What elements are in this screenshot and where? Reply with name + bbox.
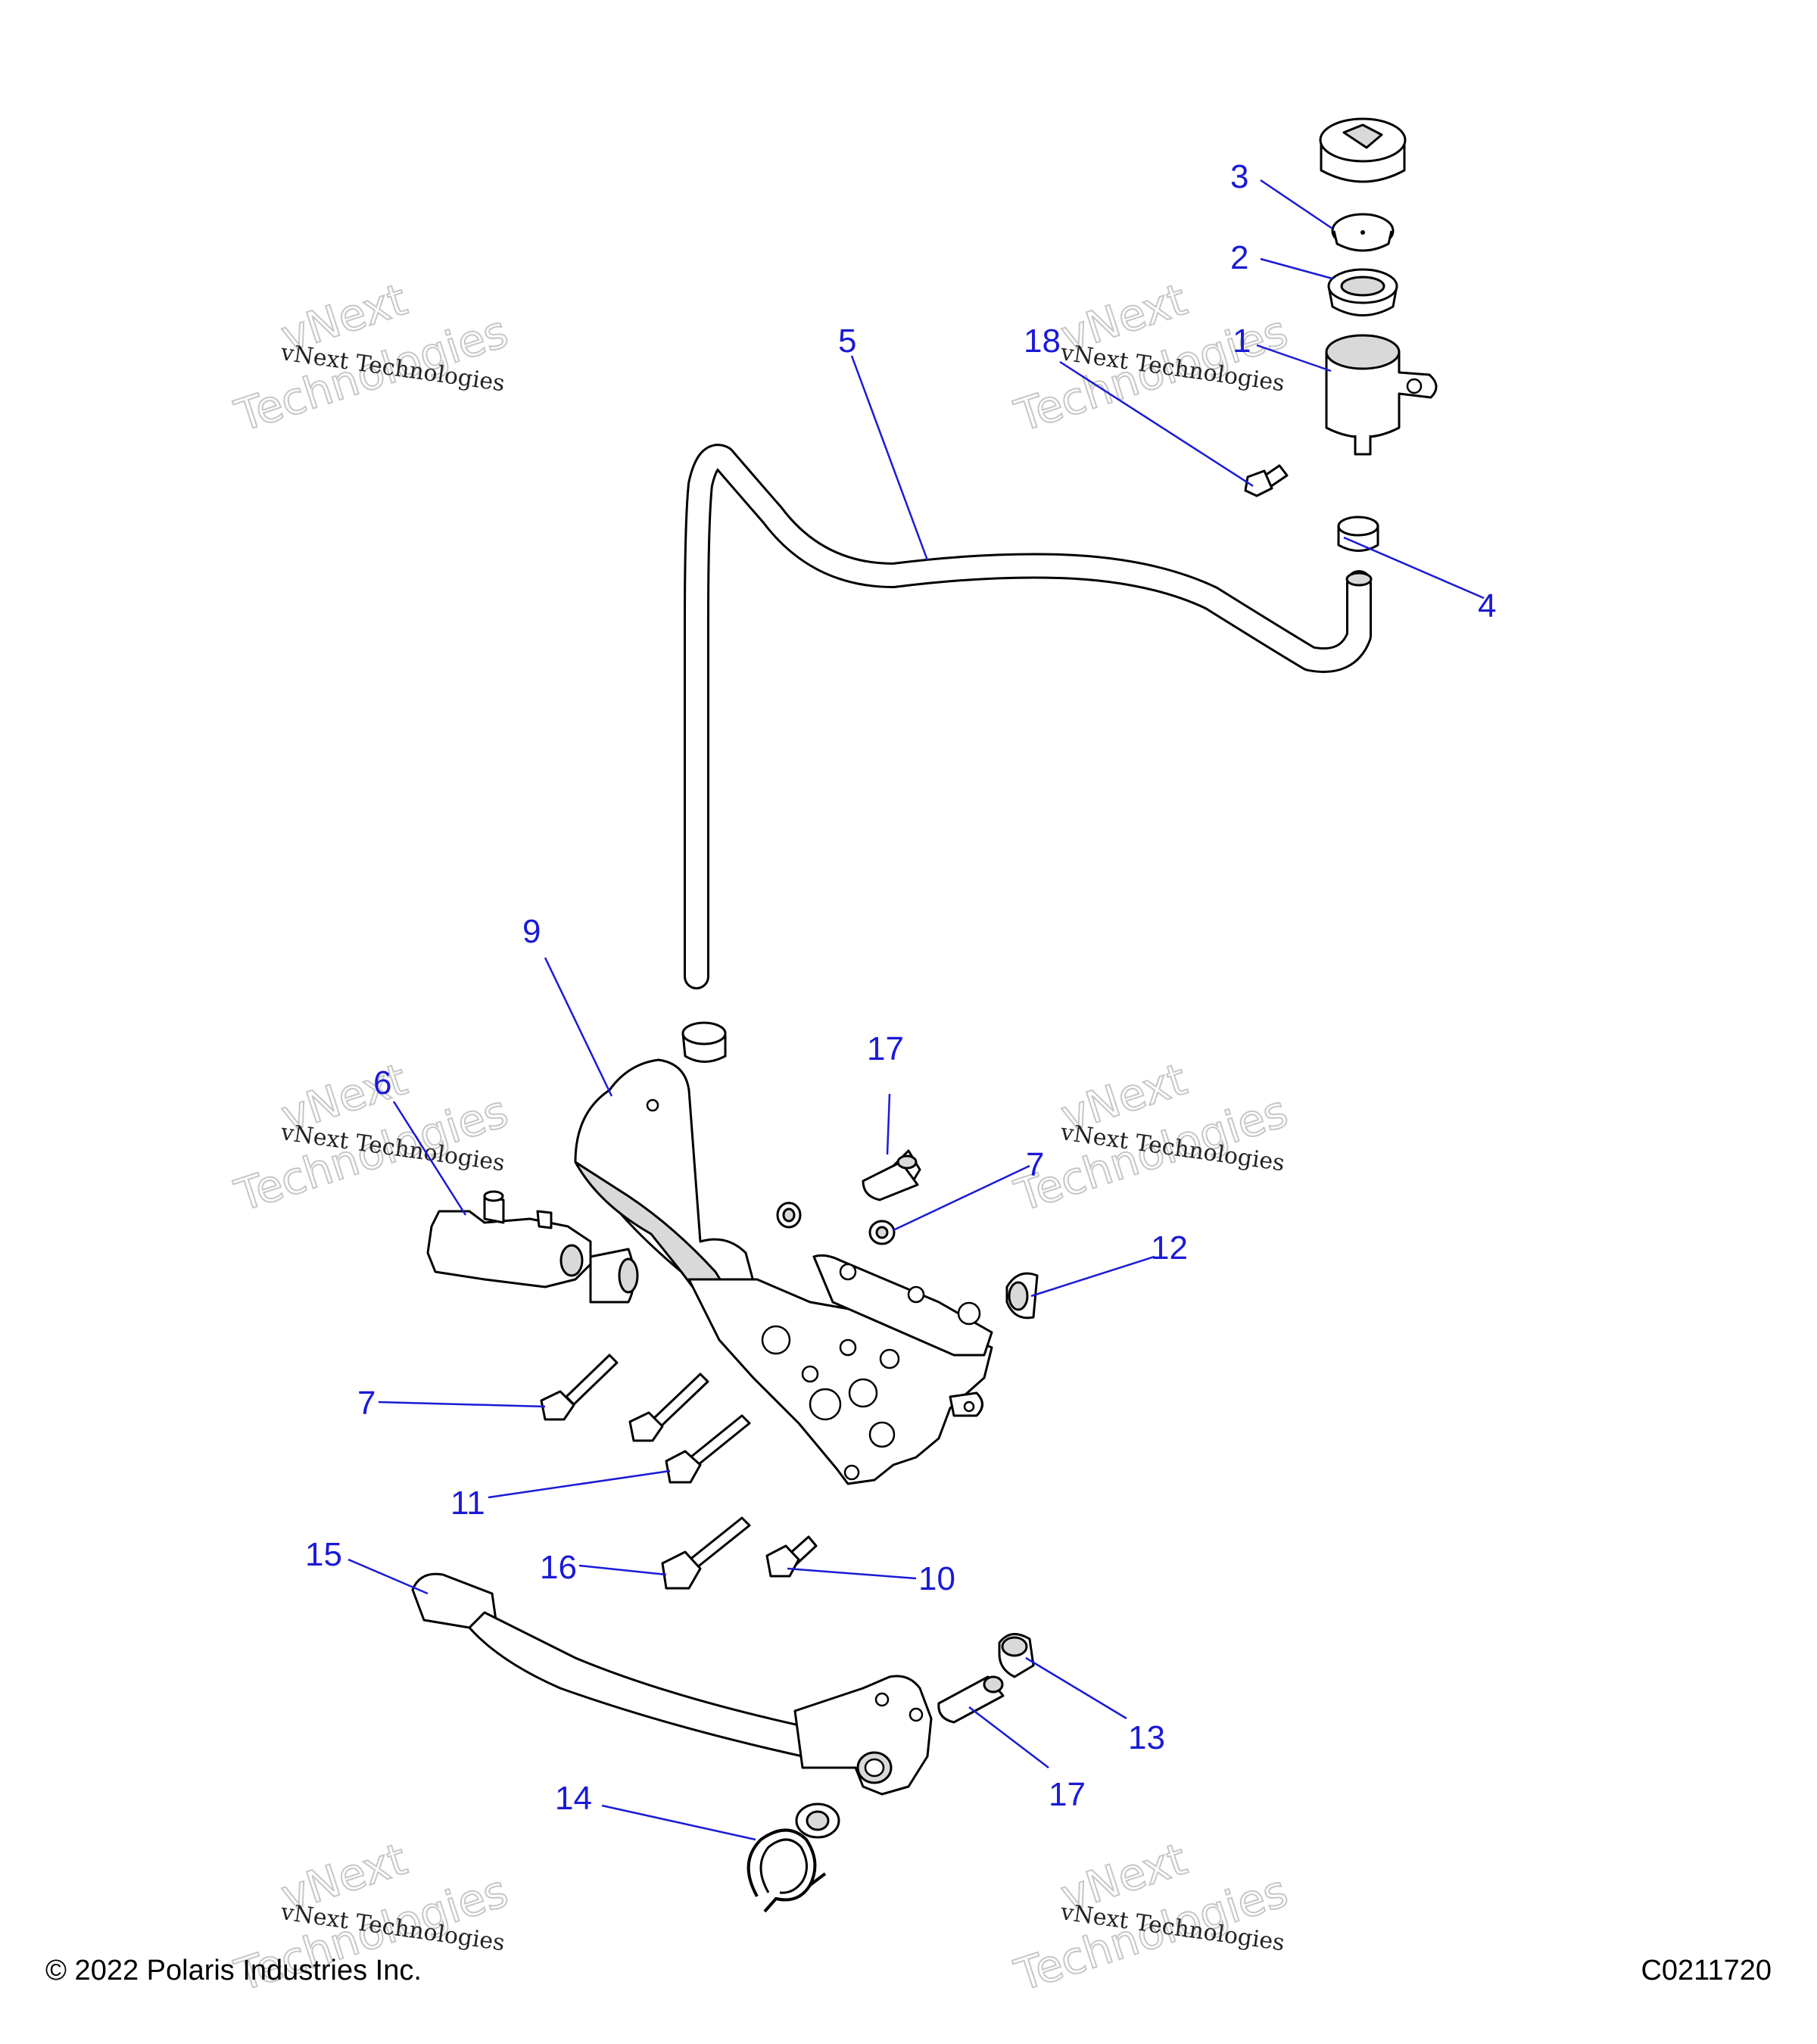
callout-14: 14 xyxy=(555,1780,592,1817)
part-4-clamp xyxy=(1337,516,1379,552)
middle-bolt xyxy=(628,1373,709,1442)
watermark-mid-left: vNext Technologies vNext Technologies xyxy=(228,1052,514,1222)
part-3-diaphragm xyxy=(1331,213,1395,252)
callout-3: 3 xyxy=(1230,158,1248,195)
reservoir-cap xyxy=(1319,117,1407,183)
watermark-mid-right: vNext Technologies vNext Technologies xyxy=(1008,1052,1294,1222)
callout-1: 1 xyxy=(1233,322,1251,360)
callout-10: 10 xyxy=(918,1560,955,1597)
part-2-seal xyxy=(1327,268,1398,316)
callout-7: 7 xyxy=(1026,1146,1044,1183)
callout-13: 13 xyxy=(1128,1719,1165,1756)
callout-11: 11 xyxy=(450,1485,485,1522)
part-17-bushing-upper xyxy=(862,1149,921,1201)
part-6-master-cylinder xyxy=(426,1190,639,1304)
drawing-number: C0211720 xyxy=(1641,1955,1772,1986)
callout-18: 18 xyxy=(1024,322,1061,360)
part-1-reservoir xyxy=(1325,334,1438,456)
watermark-top-left: vNext Technologies vNext Technologies xyxy=(228,273,514,442)
part-8-bolt xyxy=(540,1354,619,1421)
bracket-washer xyxy=(776,1201,802,1229)
pedal-plate xyxy=(687,1254,993,1485)
callout-4: 4 xyxy=(1478,587,1496,625)
part-18-bolt xyxy=(1244,464,1289,497)
lower-hose-clamp xyxy=(681,1021,727,1063)
part-5-hose xyxy=(684,444,1373,989)
callout-12: 12 xyxy=(1151,1229,1188,1267)
lower-washer xyxy=(795,1803,840,1839)
part-11-bolt xyxy=(665,1414,751,1484)
callouts: 3 2 1 4 5 18 17 7 12 9 6 7 11 15 16 10 1… xyxy=(305,158,1496,1817)
part-14-spring xyxy=(746,1828,827,1913)
callout-15: 15 xyxy=(305,1536,342,1573)
copyright-notice: © 2022 Polaris Industries Inc. xyxy=(45,1955,422,1986)
callout-16: 16 xyxy=(540,1549,577,1586)
part-13-bushing xyxy=(998,1633,1035,1678)
callout-17-upper: 17 xyxy=(867,1030,904,1067)
part-17-bushing-lower xyxy=(937,1675,1005,1724)
callout-6: 6 xyxy=(373,1064,391,1101)
part-15-brake-pedal xyxy=(411,1572,933,1796)
callout-2: 2 xyxy=(1230,239,1248,276)
part-16-bolt xyxy=(661,1516,751,1590)
callout-17-lower: 17 xyxy=(1049,1776,1086,1813)
part-7-nut xyxy=(868,1220,896,1245)
watermark-bottom-right: vNext Technologies vNext Technologies xyxy=(1008,1832,1294,2002)
leader-lines xyxy=(348,179,1485,1841)
callout-8: 7 xyxy=(357,1385,376,1422)
part-12-bushing xyxy=(1005,1272,1039,1320)
callout-9: 9 xyxy=(522,913,541,950)
callout-5: 5 xyxy=(838,322,856,360)
